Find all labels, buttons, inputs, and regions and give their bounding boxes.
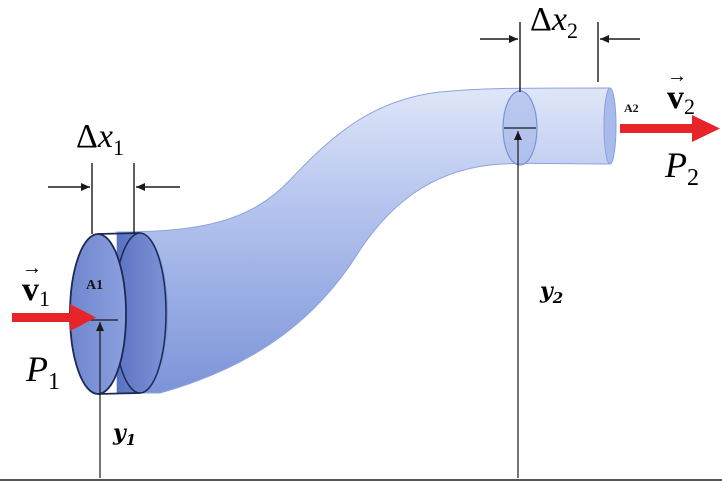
p2-label: P2 bbox=[664, 145, 699, 191]
a2-label: A2 bbox=[624, 101, 639, 115]
inlet-disc-top-edge bbox=[97, 232, 141, 235]
dx1-label: Δx1 bbox=[76, 118, 124, 160]
v2-arrow-mark: → bbox=[667, 65, 687, 87]
a1-label: A1 bbox=[86, 278, 103, 293]
inflow-arrow bbox=[12, 304, 96, 331]
dx2-label: Δx2 bbox=[530, 1, 578, 43]
v2-label: v2 bbox=[667, 79, 695, 119]
inlet-disc-bottom-edge bbox=[97, 392, 141, 395]
outlet-end-cap bbox=[603, 87, 617, 165]
y2-label: y2 bbox=[539, 278, 563, 307]
outflow-arrow bbox=[620, 115, 720, 142]
y1-label: y1 bbox=[112, 420, 136, 449]
p1-label: P1 bbox=[25, 349, 60, 395]
v1-arrow-mark: → bbox=[22, 257, 42, 279]
v1-label: v1 bbox=[22, 271, 50, 311]
